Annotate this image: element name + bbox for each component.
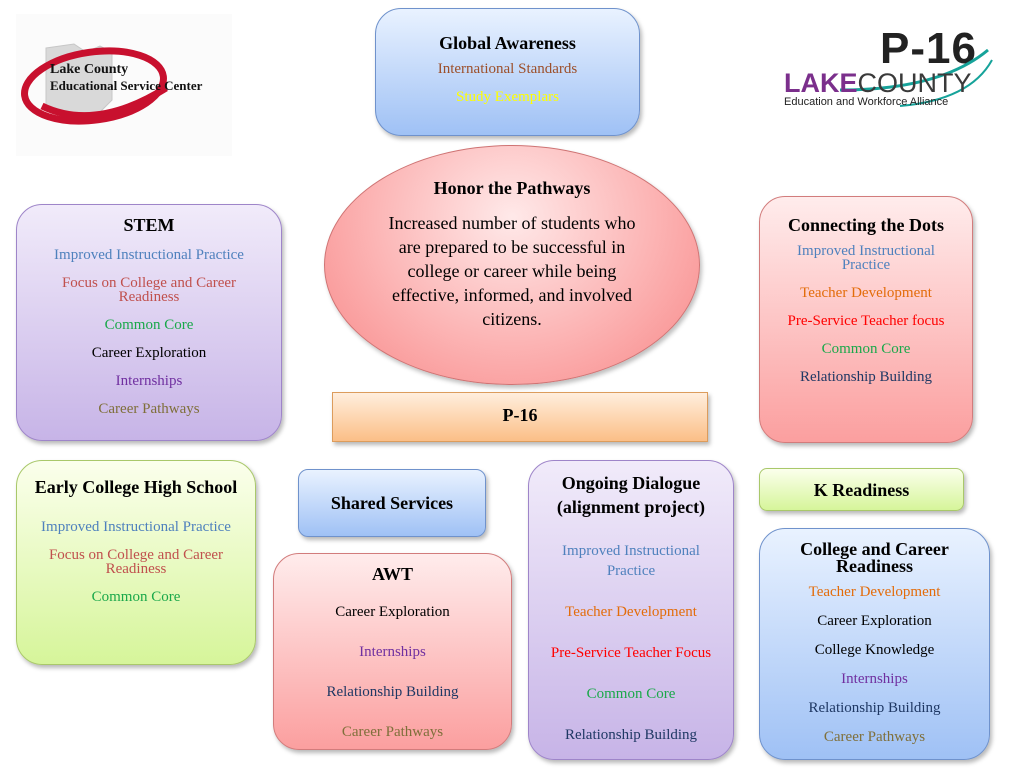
lake-county-esc-logo: Lake County Educational Service Center — [16, 14, 232, 156]
county-wordmark: COUNTY — [857, 68, 972, 98]
connecting-item: Common Core — [821, 341, 911, 357]
alliance-subtitle: Education and Workforce Alliance — [784, 96, 949, 108]
connecting-item: Relationship Building — [799, 369, 933, 385]
swoosh-icon — [839, 48, 993, 107]
stem-item: Common Core — [104, 317, 194, 333]
global-awareness-item: International Standards — [437, 61, 578, 77]
college-career-item: College Knowledge — [814, 642, 935, 658]
honor-title: Honor the Pathways — [433, 178, 591, 198]
stem-item: Career Pathways — [98, 401, 200, 417]
k-readiness-box: K Readiness — [759, 468, 964, 511]
ongoing-item: Teacher Development — [565, 604, 697, 620]
stem-item: Focus on College and Career Readiness — [61, 275, 237, 305]
college-career-item: Internships — [841, 671, 908, 687]
connecting-item: Teacher Development — [800, 285, 932, 301]
college-career-item: Relationship Building — [808, 700, 941, 716]
early-college-item: Improved Instructional Practice — [41, 519, 231, 535]
college-career-item: Teacher Development — [808, 584, 941, 600]
p16-lake-county-logo: P-16 LAKECOUNTY Education and Workforce … — [780, 24, 1000, 115]
shared-services-box: Shared Services — [298, 469, 486, 537]
awt-item: Career Pathways — [341, 724, 444, 740]
college-career-item: Career Exploration — [817, 613, 932, 629]
college-career-readiness-box: College and Career Readiness Teacher Dev… — [759, 528, 990, 760]
global-awareness-box: Global Awareness International Standards… — [375, 8, 640, 136]
connecting-item: Improved Instructional Practice — [797, 243, 935, 273]
ongoing-item: Improved Instructional Practice — [562, 543, 700, 579]
shared-services-label: Shared Services — [330, 493, 454, 513]
college-career-title: College and Career Readiness — [800, 539, 949, 576]
ongoing-title: Ongoing Dialogue (alignment project) — [556, 473, 706, 517]
awt-box: AWT Career Exploration Internships Relat… — [273, 553, 512, 750]
stem-item: Improved Instructional Practice — [54, 247, 244, 263]
global-awareness-item: Study Exemplars — [456, 89, 559, 105]
connecting-item: Pre-Service Teacher focus — [787, 313, 945, 329]
connecting-title: Connecting the Dots — [788, 215, 944, 235]
stem-item: Career Exploration — [91, 345, 207, 361]
awt-title: AWT — [371, 564, 413, 584]
esc-name-line1: Lake County — [50, 62, 129, 77]
early-college-box: Early College High School Improved Instr… — [16, 460, 256, 665]
esc-name-line2: Educational Service Center — [50, 78, 203, 93]
stem-box: STEM Improved Instructional Practice Foc… — [16, 204, 282, 441]
ohio-outline-icon — [21, 43, 168, 125]
early-college-item: Focus on College and Career Readiness — [48, 547, 224, 577]
connecting-the-dots-box: Connecting the Dots Improved Instruction… — [759, 196, 973, 443]
stem-item: Internships — [115, 373, 183, 389]
p16-bar: P-16 — [332, 392, 708, 442]
ongoing-dialogue-box: Ongoing Dialogue (alignment project) Imp… — [528, 460, 734, 760]
k-readiness-label: K Readiness — [813, 480, 910, 500]
p16-mark: P-16 — [880, 24, 977, 73]
college-career-item: Career Pathways — [823, 729, 926, 745]
honor-the-pathways-oval: Honor the Pathways Increased number of s… — [324, 145, 700, 385]
ongoing-item: Pre-Service Teacher Focus — [550, 645, 712, 661]
ongoing-item: Common Core — [586, 686, 676, 702]
awt-item: Internships — [359, 644, 426, 660]
stem-title: STEM — [123, 215, 175, 235]
lake-wordmark: LAKE — [784, 68, 858, 98]
awt-item: Relationship Building — [326, 684, 459, 700]
early-college-title: Early College High School — [34, 477, 238, 497]
awt-item: Career Exploration — [335, 604, 450, 620]
p16-label: P-16 — [502, 405, 538, 425]
honor-body: Increased number of students who are pre… — [388, 213, 636, 329]
early-college-item: Common Core — [91, 589, 181, 605]
ongoing-item: Relationship Building — [564, 727, 698, 743]
global-awareness-title: Global Awareness — [439, 33, 576, 53]
